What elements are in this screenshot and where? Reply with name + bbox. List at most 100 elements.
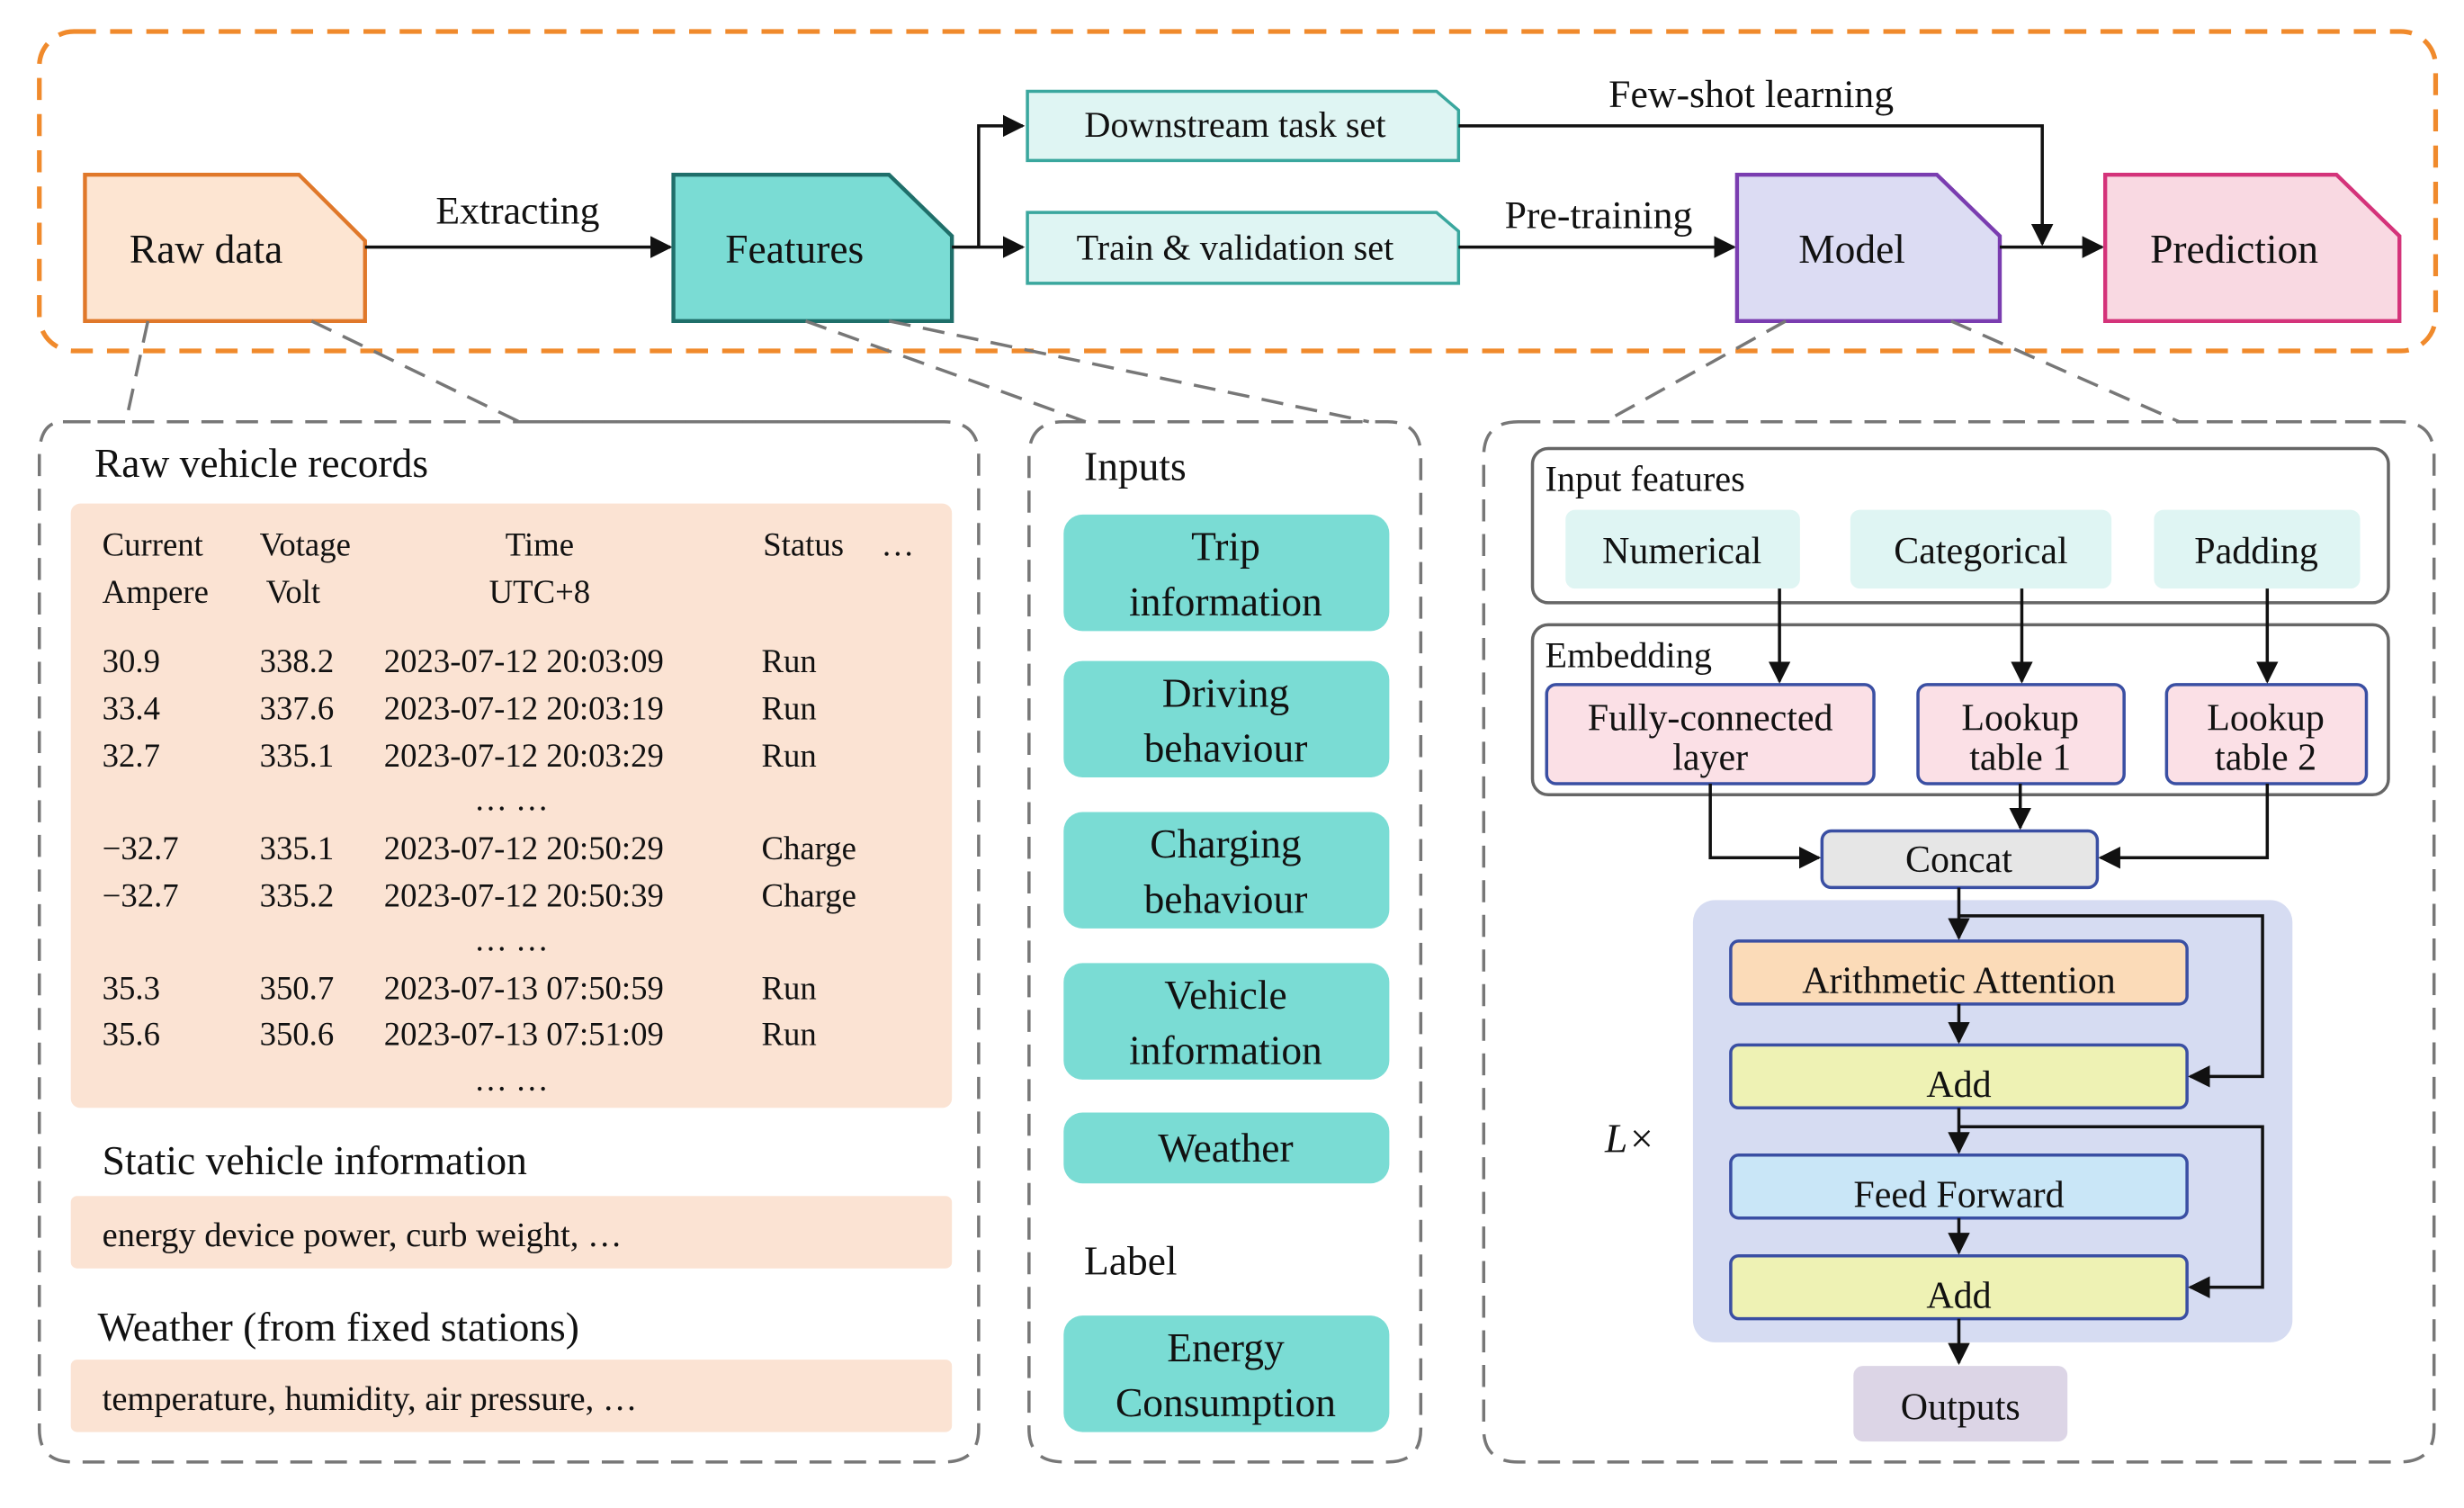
cell-status: Charge (762, 830, 856, 866)
cell-voltage: 335.1 (260, 737, 335, 774)
concat-label: Concat (1905, 839, 2012, 881)
inputs-panel (1027, 419, 1423, 1464)
raw-data-label: Raw data (130, 226, 282, 272)
cell-status: Run (762, 689, 817, 726)
few-shot-arrow (1458, 124, 2054, 247)
input-item: Weather (1063, 1112, 1390, 1184)
cell-status: Run (762, 1015, 817, 1052)
header-current: Current (103, 525, 203, 562)
lookup-table-1-box (1916, 683, 2126, 785)
header-tz: UTC+8 (489, 573, 591, 610)
inputs-title: Inputs (1084, 443, 1187, 489)
features-label: Features (725, 226, 864, 272)
features-to-downstream-arrow (977, 114, 1026, 247)
fc-layer-line1: Fully-connected (1588, 698, 1833, 740)
input-features-group (1530, 446, 2390, 605)
attention-box (1729, 939, 2189, 1006)
raw-data-box (83, 172, 367, 323)
table-row: 33.4 337.6 2023-07-12 20:03:19 Run (103, 689, 817, 726)
ellipsis-row: … … (474, 781, 549, 818)
weather-bg (70, 1360, 953, 1432)
embedding-group (1530, 623, 2390, 796)
transformer-block (1692, 900, 2293, 1342)
input-item-line2: information (1129, 1027, 1322, 1073)
add-1-label: Add (1926, 1064, 1991, 1106)
label-item: Energy Consumption (1063, 1315, 1390, 1432)
input-item-line2: behaviour (1144, 725, 1308, 771)
cell-voltage: 337.6 (260, 689, 335, 726)
raw-records-panel (37, 419, 981, 1464)
numerical-box (1565, 509, 1800, 589)
cell-voltage: 350.6 (260, 1015, 335, 1052)
cell-voltage: 335.1 (260, 830, 335, 866)
records-table: Current Ampere Votage Volt Time UTC+8 St… (103, 525, 914, 609)
add-2-label: Add (1926, 1275, 1991, 1316)
downstream-box (1026, 89, 1461, 163)
static-info-text: energy device power, curb weight, … (103, 1216, 623, 1254)
input-item-line2: behaviour (1144, 875, 1308, 921)
cell-voltage: 335.2 (260, 876, 335, 913)
cell-time: 2023-07-12 20:03:09 (384, 642, 664, 679)
transformer-arrows (1948, 887, 2264, 1366)
input-item-line1: Trip (1191, 524, 1260, 570)
zoom-connectors (62, 319, 2407, 424)
input-item-line2: information (1129, 579, 1322, 624)
repeat-label: L× (1604, 1115, 1655, 1161)
fc-layer-line2: layer (1672, 737, 1748, 778)
categorical-box (1850, 509, 2112, 589)
cell-time: 2023-07-12 20:03:19 (384, 689, 664, 726)
cell-current: 30.9 (103, 642, 160, 679)
cell-current: −32.7 (103, 830, 179, 866)
pretraining-label: Pre-training (1505, 194, 1693, 238)
cell-current: 32.7 (103, 737, 160, 774)
concat-arrows (1708, 784, 2270, 869)
downstream-label: Downstream task set (1084, 104, 1385, 145)
cell-current: 33.4 (103, 689, 160, 726)
train-val-label: Train & validation set (1077, 228, 1394, 268)
numerical-label: Numerical (1602, 531, 1761, 572)
cell-time: 2023-07-13 07:50:59 (384, 970, 664, 1007)
cell-time: 2023-07-12 20:03:29 (384, 737, 664, 774)
embedding-title: Embedding (1546, 635, 1712, 676)
header-more: … (881, 525, 914, 562)
model-label: Model (1798, 226, 1905, 272)
header-voltage: Votage (260, 525, 351, 562)
static-info-bg (70, 1196, 953, 1269)
lookup-table-2-line1: Lookup (2207, 698, 2325, 740)
weather-text: temperature, humidity, air pressure, … (103, 1380, 638, 1418)
raw-records-title: Raw vehicle records (94, 440, 428, 486)
input-item-line1: Weather (1158, 1125, 1293, 1171)
cell-voltage: 338.2 (260, 642, 335, 679)
input-features-title: Input features (1546, 459, 1745, 499)
prediction-box (2102, 172, 2402, 323)
header-volt: Volt (266, 573, 321, 610)
outputs-box (1853, 1366, 2068, 1442)
feed-forward-label: Feed Forward (1853, 1174, 2064, 1216)
attention-label: Arithmetic Attention (1802, 961, 2116, 1002)
label-item-line1: Energy (1167, 1324, 1285, 1370)
padding-label: Padding (2194, 531, 2318, 572)
lookup-table-1-line1: Lookup (1961, 698, 2079, 740)
pipeline-frame (37, 29, 2439, 354)
cell-current: 35.3 (103, 970, 160, 1007)
extracting-label: Extracting (435, 189, 599, 232)
ellipsis-row: … … (474, 1061, 549, 1098)
static-info-title: Static vehicle information (103, 1137, 527, 1183)
outputs-label: Outputs (1901, 1387, 2020, 1429)
categorical-label: Categorical (1894, 531, 2067, 572)
few-shot-label: Few-shot learning (1608, 73, 1894, 116)
header-time: Time (506, 525, 574, 562)
records-table-bg (70, 503, 953, 1109)
cell-time: 2023-07-13 07:51:09 (384, 1015, 664, 1052)
embedding-arrows (1768, 588, 2279, 684)
label-item-line2: Consumption (1116, 1379, 1336, 1425)
cell-current: −32.7 (103, 876, 179, 913)
records-ellipses: … … … … … … (474, 781, 549, 1098)
cell-time: 2023-07-12 20:50:39 (384, 876, 664, 913)
